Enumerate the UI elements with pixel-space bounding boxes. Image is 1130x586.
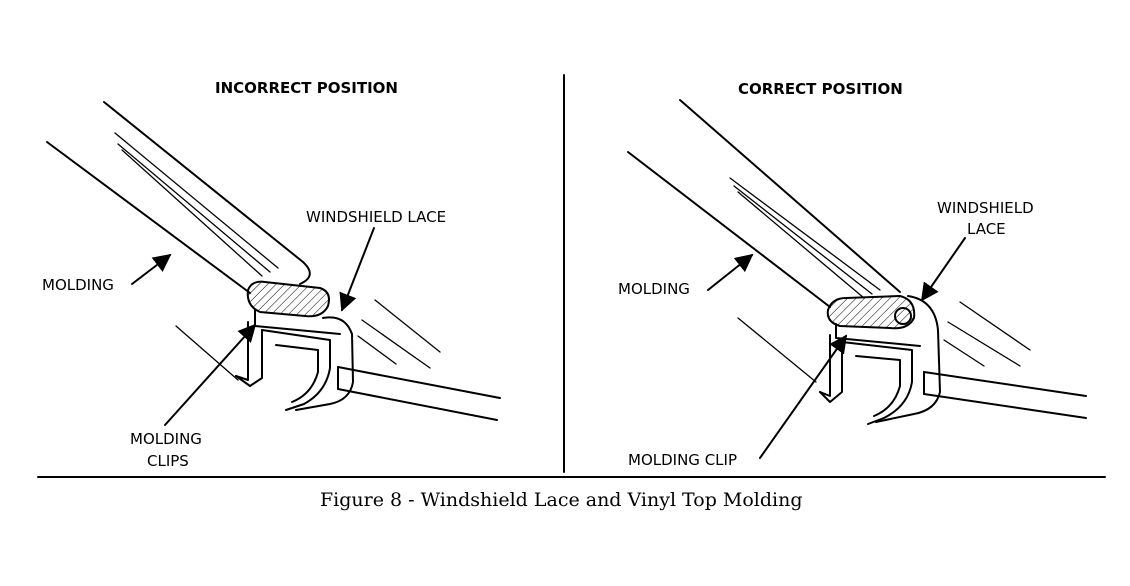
arrow-molding-clip-correct — [759, 334, 848, 459]
arrow-molding-correct — [707, 253, 754, 291]
label-windshield-lace-correct-line2: LACE — [967, 220, 1006, 238]
arrow-molding-incorrect — [131, 253, 172, 285]
arrow-molding-clips-incorrect — [164, 323, 257, 426]
arrow-windshield-lace-incorrect — [339, 227, 375, 312]
label-molding-incorrect: MOLDING — [42, 276, 114, 294]
label-molding-correct: MOLDING — [618, 280, 690, 298]
label-molding-clips-line2: CLIPS — [147, 452, 189, 470]
label-windshield-lace-incorrect: WINDSHIELD LACE — [306, 208, 446, 226]
molding-drawing-incorrect — [46, 101, 501, 421]
label-molding-clip-correct: MOLDING CLIP — [628, 451, 737, 469]
figure-caption: Figure 8 - Windshield Lace and Vinyl Top… — [320, 489, 803, 511]
panel-correct: CORRECT POSITION — [618, 80, 1087, 469]
label-molding-clips-line1: MOLDING — [130, 430, 202, 448]
arrow-windshield-lace-correct — [920, 237, 966, 302]
panel-title-incorrect: INCORRECT POSITION — [215, 79, 398, 97]
panel-title-correct: CORRECT POSITION — [738, 80, 903, 98]
panel-incorrect: INCORRECT POSITION — [42, 79, 501, 470]
label-windshield-lace-correct-line1: WINDSHIELD — [937, 199, 1034, 217]
windshield-lace-head-correct — [826, 294, 916, 330]
windshield-lace-head — [246, 280, 330, 318]
molding-drawing-correct — [627, 99, 1087, 425]
